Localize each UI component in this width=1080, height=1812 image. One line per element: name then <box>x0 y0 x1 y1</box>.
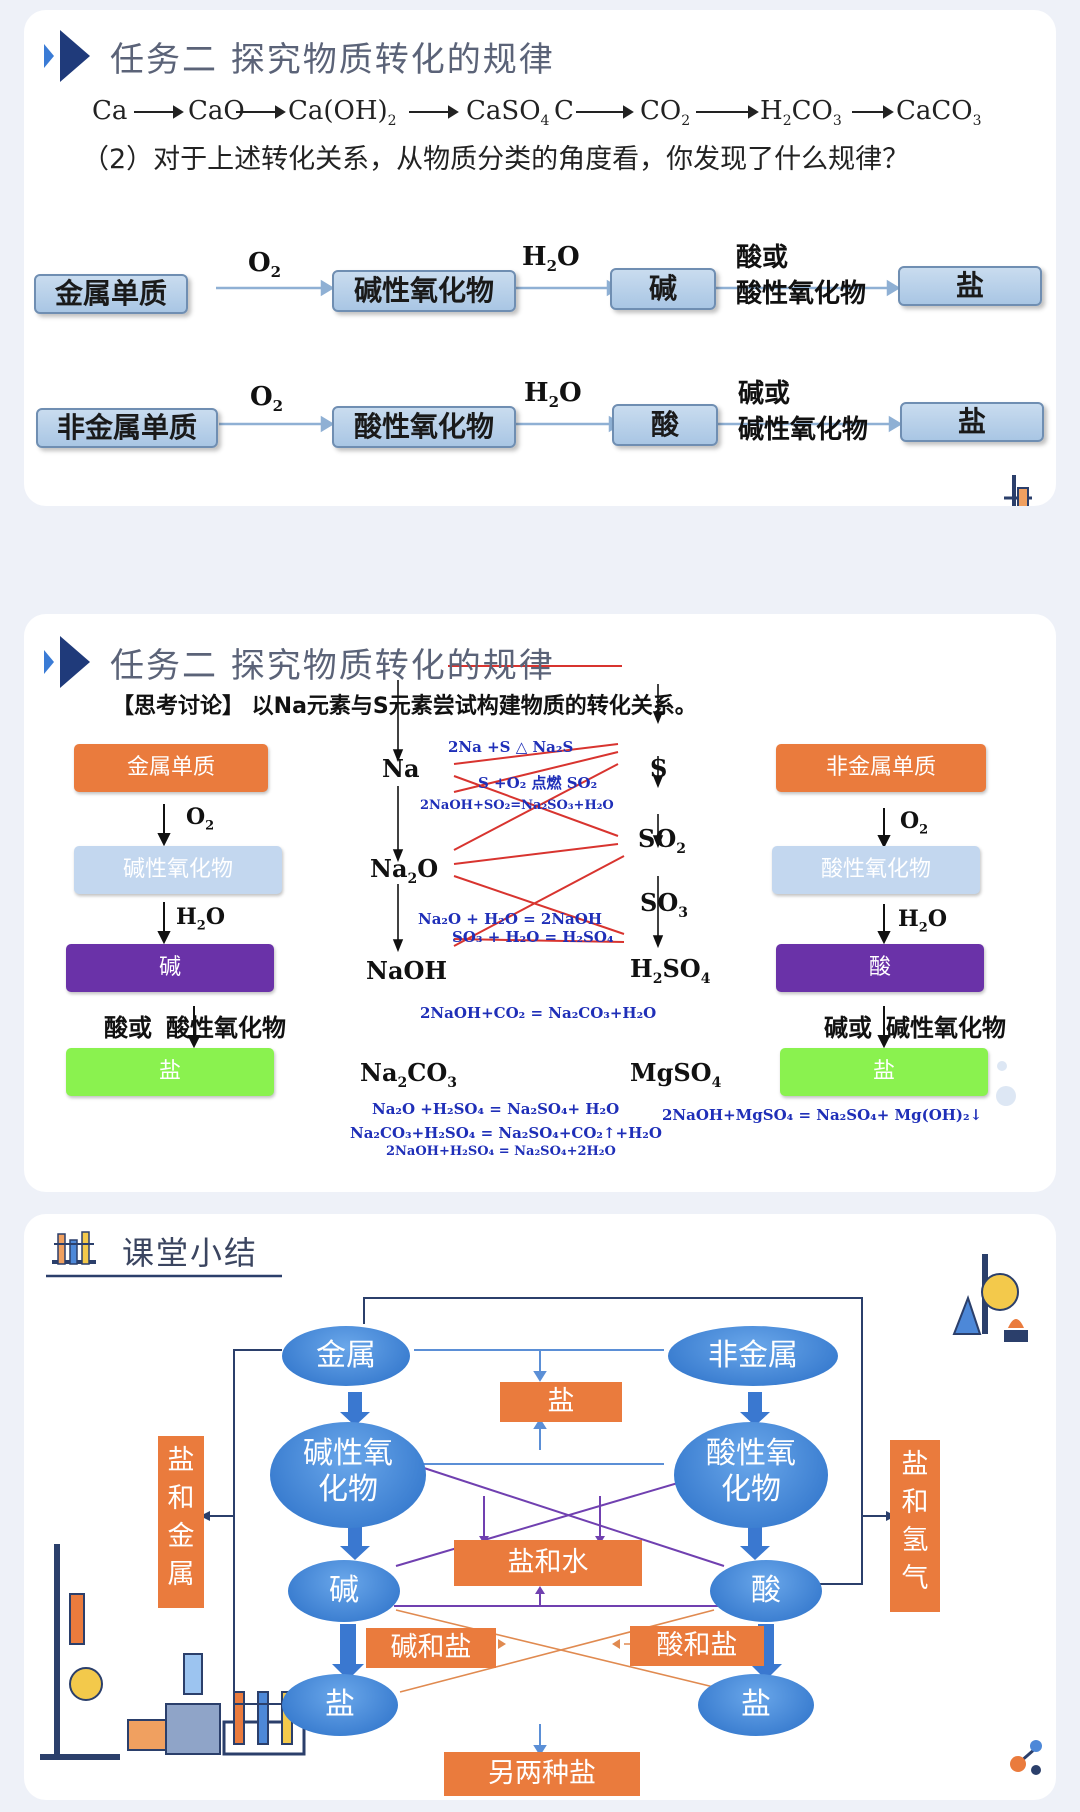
chain-ca: Ca <box>92 96 128 126</box>
row1-h2o-label: H2O <box>522 242 580 276</box>
panel-2: 任务二 探究物质转化的规律 【思考讨论】 以Na元素与S元素尝试构建物质的转化关… <box>24 614 1056 1192</box>
chain-co2: CO2 <box>640 96 691 130</box>
na2co3: Na2CO3 <box>360 1058 458 1091</box>
chain-h2co3: H2CO3 <box>760 96 842 130</box>
chain-caco3: CaCO3 <box>896 96 982 130</box>
equation-so3-h2o: SO₃ + H₂O = H₂SO₄ <box>452 928 614 946</box>
title-marker-small <box>44 44 54 68</box>
equation-naoh-so2: 2NaOH+SO₂=Na₂SO₃+H₂O <box>420 798 614 813</box>
row1-base-box: 碱 <box>610 268 716 310</box>
panel-1-title: 任务二 探究物质转化的规律 <box>110 40 555 80</box>
panel-1: 任务二 探究物质转化的规律 Ca CaO Ca(OH)2 CaSO4 C CO2… <box>24 10 1056 506</box>
node-nonmetal: 非金属 <box>668 1326 838 1386</box>
title-marker-large <box>60 636 90 688</box>
title-marker-small <box>44 650 54 674</box>
node-acidic-oxide: 酸性氧化物 <box>674 1422 828 1528</box>
node-salt-right: 盐 <box>698 1674 814 1736</box>
right-base-label: 碱或碱性氧化物 <box>824 1014 1006 1042</box>
node-base-and-salt: 碱和盐 <box>366 1628 496 1668</box>
left-metal-box: 金属单质 <box>74 744 268 792</box>
equation-na2o-h2so4: Na₂O +H₂SO₄ = Na₂SO₄+ H₂O <box>372 1100 620 1118</box>
panel-3: 课堂小结 金属 非金属 盐 碱性氧化物 酸性氧化物 盐和金属 盐和氢气 盐和水 … <box>24 1214 1056 1800</box>
panel-2-graphics <box>44 636 1016 1106</box>
panel-3-graphics <box>40 1231 1042 1775</box>
row2-acidic-oxide-box: 酸性氧化物 <box>332 406 516 448</box>
left-acid-label: 酸或酸性氧化物 <box>104 1014 286 1042</box>
row2-o2-label: O2 <box>250 382 284 416</box>
node-acid: 酸 <box>710 1560 822 1622</box>
row1-o2-label: O2 <box>248 248 282 282</box>
reaction-lines <box>448 665 625 947</box>
equation-naoh-mgso4: 2NaOH+MgSO₄ = Na₂SO₄+ Mg(OH)₂↓ <box>662 1106 983 1124</box>
right-h2o-label: H2O <box>898 906 948 936</box>
molecule-icon <box>1010 1740 1042 1775</box>
row2-h2o-label: H2O <box>524 378 582 412</box>
na2o: Na2O <box>370 854 439 887</box>
question-text: （2）对于上述转化关系，从物质分类的角度看，你发现了什么规律？ <box>82 144 910 175</box>
node-salt-and-water: 盐和水 <box>454 1540 642 1586</box>
row2-acid-box: 酸 <box>612 404 718 446</box>
node-salt-and-metal: 盐和金属 <box>158 1436 204 1608</box>
left-o2-label: O2 <box>186 804 215 834</box>
right-salt-box: 盐 <box>780 1048 988 1096</box>
row2-nonmetal-box: 非金属单质 <box>36 408 218 448</box>
node-base: 碱 <box>288 1560 400 1622</box>
equation-na2o-h2o: Na₂O + H₂O = 2NaOH <box>418 910 603 928</box>
right-o2-label: O2 <box>900 808 929 838</box>
row1-acid-label: 酸或酸性氧化物 <box>736 243 867 309</box>
so2: SO2 <box>638 824 686 857</box>
node-salt-left: 盐 <box>282 1674 398 1736</box>
right-acid-box: 酸 <box>776 944 984 992</box>
so3: SO3 <box>640 888 688 921</box>
chain-c: C <box>554 96 574 126</box>
node-metal: 金属 <box>282 1326 410 1386</box>
row1-salt-box: 盐 <box>898 266 1042 306</box>
naoh: NaOH <box>366 956 448 985</box>
test-tube-rack-icon <box>52 1231 96 1265</box>
equation-s-o2: S +O₂ 点燃 SO₂ <box>478 774 598 792</box>
left-h2o-label: H2O <box>176 904 226 934</box>
lab-bench-icon <box>40 1544 306 1760</box>
title-marker-large <box>60 30 90 82</box>
chain-caso4: CaSO4 <box>466 96 550 130</box>
alcohol-burner-icon <box>952 1254 1028 1342</box>
row2-base-label: 碱或碱性氧化物 <box>738 379 869 445</box>
left-salt-box: 盐 <box>66 1048 274 1096</box>
left-basic-oxide-box: 碱性氧化物 <box>74 846 282 894</box>
panel-2-title: 任务二 探究物质转化的规律 <box>110 646 555 686</box>
h2so4: H2SO4 <box>630 954 711 987</box>
discussion-prompt: 【思考讨论】 以Na元素与S元素尝试构建物质的转化关系。 <box>112 694 697 719</box>
s: S <box>650 754 668 783</box>
row2-salt-box: 盐 <box>900 402 1044 442</box>
right-nonmetal-box: 非金属单质 <box>776 744 986 792</box>
left-base-box: 碱 <box>66 944 274 992</box>
node-acid-and-salt: 酸和盐 <box>630 1626 764 1666</box>
equation-naoh-h2so4: 2NaOH+H₂SO₄ = Na₂SO₄+2H₂O <box>386 1144 616 1159</box>
right-acidic-oxide-box: 酸性氧化物 <box>772 846 980 894</box>
node-two-other-salts: 另两种盐 <box>444 1752 640 1796</box>
node-basic-oxide: 碱性氧化物 <box>270 1422 426 1528</box>
chain-cao: CaO <box>188 96 245 126</box>
node-salt-and-hydrogen: 盐和氢气 <box>890 1440 940 1612</box>
node-salt-top: 盐 <box>500 1382 622 1422</box>
na: Na <box>382 754 420 783</box>
mgso4: MgSO4 <box>630 1058 722 1091</box>
equation-naoh-co2: 2NaOH+CO₂ = Na₂CO₃+H₂O <box>420 1004 657 1022</box>
lab-apparatus-icon <box>1004 475 1032 506</box>
equation-na2co3-h2so4: Na₂CO₃+H₂SO₄ = Na₂SO₄+CO₂↑+H₂O <box>350 1124 662 1142</box>
panel-3-title: 课堂小结 <box>122 1234 259 1272</box>
chain-caoh: Ca(OH)2 <box>288 96 397 130</box>
equation-na-s: 2Na +S △ Na₂S <box>448 738 574 756</box>
row1-basic-oxide-box: 碱性氧化物 <box>332 270 516 312</box>
row1-metal-box: 金属单质 <box>34 274 188 314</box>
